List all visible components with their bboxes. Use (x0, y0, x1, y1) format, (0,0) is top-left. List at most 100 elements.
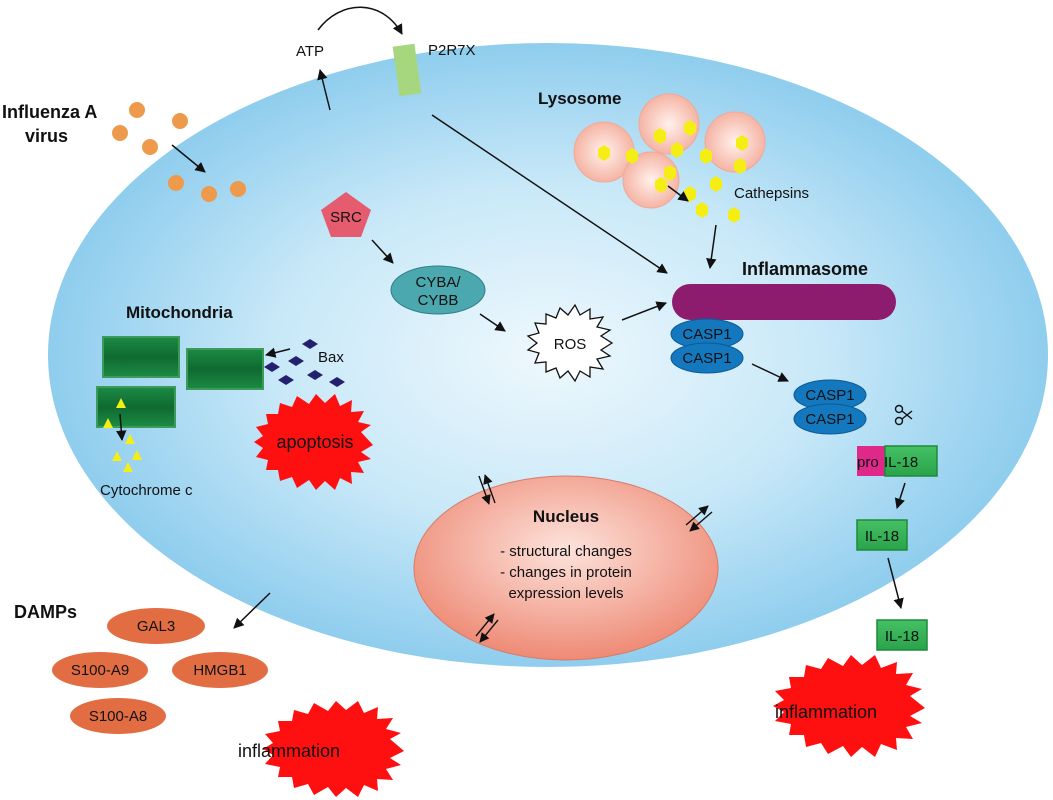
cytochrome-c-molecules (103, 398, 142, 472)
casp1-lower (670, 342, 744, 374)
cytochrome-c-molecule (116, 398, 126, 408)
mitochondrion (102, 336, 180, 378)
gal3-damp (107, 608, 205, 644)
cytochrome-c-molecule (132, 450, 142, 460)
src-to-cyba-arrow (371, 239, 394, 264)
inflammasome-label: Inflammasome (742, 259, 868, 279)
mitochondrion (186, 348, 264, 390)
ros-burst (526, 303, 614, 383)
exchange-arrow (479, 619, 499, 643)
cyba-label-1: CYBA/ (415, 274, 461, 291)
virus-particles (112, 102, 246, 202)
virus-particle (172, 113, 188, 129)
bax-proteins (264, 339, 345, 387)
hmgb1-label: HMGB1 (193, 662, 246, 679)
lysosome-vesicle (622, 151, 680, 209)
apoptosis-label: apoptosis (276, 432, 353, 452)
nucleus-exchange-arrows (475, 474, 713, 643)
bax-protein (329, 377, 345, 387)
cathepsin-granule (696, 202, 708, 218)
cathepsin-granule (626, 148, 638, 164)
nucleus-line-2: - changes in protein (500, 564, 632, 581)
atp-label: ATP (296, 43, 324, 60)
inflammation-burst-right (773, 655, 925, 757)
active-casp1-upper-label: CASP1 (805, 387, 854, 404)
casp1-upper-label: CASP1 (682, 326, 731, 343)
il18-secreted-label: IL-18 (885, 628, 919, 645)
il18-precursor (884, 445, 938, 477)
s100a8-label: S100-A8 (89, 708, 147, 725)
damp-release-arrow (233, 592, 271, 629)
p2r7x-receptor (392, 43, 422, 97)
ros-to-inflammasome-arrow (621, 301, 667, 321)
cytochrome-c-molecule (103, 418, 113, 428)
apoptosis-burst (254, 394, 373, 490)
bax-protein (278, 375, 294, 385)
cytochrome-c-label: Cytochrome c (100, 482, 193, 499)
pro-il18-cleavage-arrow (894, 482, 906, 510)
il18-secreted (876, 619, 928, 651)
casp1-lower-label: CASP1 (682, 350, 731, 367)
cathepsins-to-inflammasome-arrow (706, 224, 717, 270)
cathepsin-granule (736, 135, 748, 151)
inflammation-right-label: inflammation (775, 702, 877, 722)
cathepsin-granule (655, 177, 667, 193)
hmgb1-damp (172, 652, 268, 688)
bax-to-mitochondria-arrow (264, 347, 291, 358)
virus-label-1: Influenza A (2, 102, 97, 122)
cyba-to-ros-arrow (479, 313, 506, 332)
cathepsin-granule (684, 120, 696, 136)
nucleus-line-3: expression levels (508, 585, 623, 602)
gal3-label: GAL3 (137, 618, 175, 635)
cyba-label-2: CYBB (418, 292, 459, 309)
inflammation-left-label: inflammation (238, 741, 340, 761)
virus-label-2: virus (25, 126, 68, 146)
il18-secretion-arrow (887, 557, 904, 610)
cathepsin-granule (671, 142, 683, 158)
mitochondrion (96, 386, 176, 428)
atp-to-p2r7x-arrow (317, 6, 403, 35)
cathepsin-granule (728, 207, 740, 223)
src-kinase (321, 192, 371, 237)
exchange-arrow (475, 613, 495, 637)
bax-protein (307, 370, 323, 380)
virus-particle (201, 186, 217, 202)
casp1-activation-arrow (751, 363, 789, 382)
nucleus-title: Nucleus (533, 507, 599, 526)
damps-label: DAMPs (14, 602, 77, 622)
cytochrome-c-molecule (125, 434, 135, 444)
virus-particle (112, 125, 128, 141)
bax-protein (264, 362, 280, 372)
exchange-arrow (689, 511, 713, 532)
cathepsin-granule (654, 128, 666, 144)
bax-protein (288, 356, 304, 366)
cytochrome-c-molecule (112, 451, 122, 461)
pro-domain (857, 446, 885, 476)
lysosome-release-arrow (667, 185, 689, 202)
cathepsin-granule (664, 165, 676, 181)
cathepsins-label: Cathepsins (734, 185, 809, 202)
scissors-icon (894, 404, 913, 426)
mitochondria-label: Mitochondria (126, 303, 233, 322)
cell-to-atp-arrow (317, 68, 331, 111)
virus-particle (142, 139, 158, 155)
il18-mature (856, 519, 908, 551)
lysosome-vesicle (704, 111, 766, 173)
src-label: SRC (330, 209, 362, 226)
lysosome-label: Lysosome (538, 89, 621, 108)
s100a9-damp (52, 652, 148, 688)
inflammation-burst-left (263, 701, 404, 797)
p2r7x-to-inflammasome-arrow (431, 114, 668, 274)
bax-protein (302, 339, 318, 349)
s100a9-label: S100-A9 (71, 662, 129, 679)
s100a8-damp (70, 698, 166, 734)
cytochrome-release-arrow (116, 413, 127, 442)
exchange-arrow (478, 475, 491, 505)
cathepsin-granule (598, 145, 610, 161)
virus-particle (230, 181, 246, 197)
inflammasome-complex (672, 284, 896, 320)
active-casp1-lower (793, 403, 867, 435)
cathepsin-granule (734, 158, 746, 174)
nucleus-line-1: - structural changes (500, 543, 632, 560)
